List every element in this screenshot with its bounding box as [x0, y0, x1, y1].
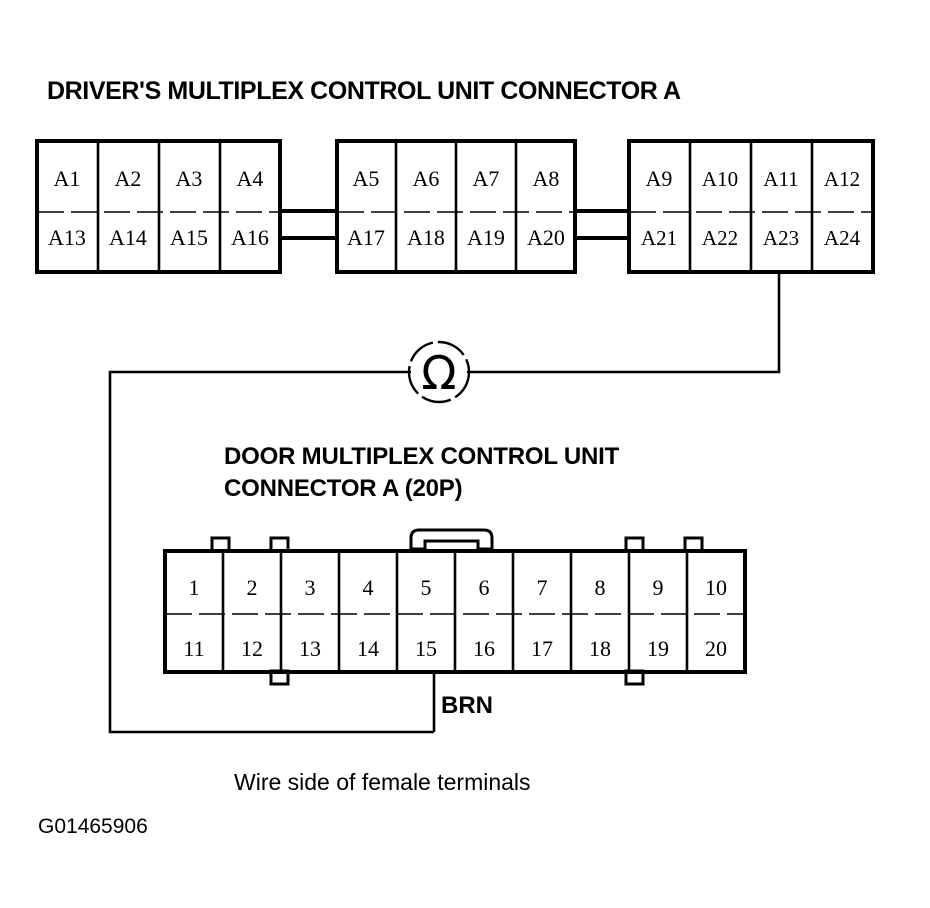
- terminal-A12: A12: [824, 167, 860, 191]
- door-terminal-16: 16: [473, 636, 495, 661]
- driver-connector-block-2[interactable]: A5 A6 A7 A8 A17 A18 A19 A20: [335, 139, 577, 274]
- door-terminal-3: 3: [305, 575, 316, 600]
- driver-connector-block-1[interactable]: A1 A2 A3 A4 A13 A14 A15 A16: [35, 139, 282, 274]
- terminal-A5: A5: [353, 166, 380, 191]
- terminal-A13: A13: [48, 225, 86, 250]
- terminal-A10: A10: [702, 167, 738, 191]
- terminal-A22: A22: [702, 226, 738, 250]
- door-terminal-14: 14: [357, 636, 379, 661]
- test-lead-left: [108, 370, 434, 734]
- door-terminal-2: 2: [247, 575, 258, 600]
- door-terminal-4: 4: [363, 575, 374, 600]
- driver-connector-block-3[interactable]: A9 A10 A11 A12 A21 A22 A23 A24: [627, 139, 875, 274]
- terminal-A17: A17: [347, 225, 385, 250]
- connector-latch: [409, 528, 494, 551]
- door-terminal-19: 19: [647, 636, 669, 661]
- terminal-A4: A4: [237, 166, 264, 191]
- terminal-A9: A9: [646, 166, 673, 191]
- terminal-A24: A24: [824, 226, 861, 250]
- terminal-A8: A8: [533, 166, 560, 191]
- door-connector-body[interactable]: 1 2 3 4 5 6 7 8 9 10 11 12 13 14 15 16 1…: [163, 549, 747, 674]
- terminal-A11: A11: [763, 167, 798, 191]
- ohmmeter-icon: Ω: [407, 340, 471, 404]
- door-terminal-5: 5: [421, 575, 432, 600]
- terminal-A18: A18: [407, 225, 445, 250]
- door-terminal-1: 1: [189, 575, 200, 600]
- terminal-A2: A2: [115, 166, 142, 191]
- terminal-A21: A21: [641, 226, 677, 250]
- ohm-symbol: Ω: [421, 346, 456, 400]
- terminal-A19: A19: [467, 225, 505, 250]
- test-lead-right: [467, 272, 781, 374]
- door-connector-title-line1: DOOR MULTIPLEX CONTROL UNIT: [224, 443, 620, 470]
- door-terminal-7: 7: [537, 575, 548, 600]
- terminal-A6: A6: [413, 166, 440, 191]
- diagram-caption: Wire side of female terminals: [234, 769, 531, 795]
- door-terminal-6: 6: [479, 575, 490, 600]
- door-terminal-13: 13: [299, 636, 321, 661]
- door-terminal-10: 10: [705, 575, 727, 600]
- driver-connector-title: DRIVER'S MULTIPLEX CONTROL UNIT CONNECTO…: [47, 77, 681, 105]
- door-terminal-18: 18: [589, 636, 611, 661]
- terminal-A7: A7: [473, 166, 500, 191]
- door-connector-title-line2: CONNECTOR A (20P): [224, 475, 462, 502]
- harness-link-1-2: [278, 209, 337, 240]
- wire-color-label: BRN: [441, 692, 493, 719]
- door-terminal-8: 8: [595, 575, 606, 600]
- door-terminal-20: 20: [705, 636, 727, 661]
- door-terminal-9: 9: [653, 575, 664, 600]
- terminal-A1: A1: [54, 166, 81, 191]
- door-terminal-15: 15: [415, 636, 437, 661]
- terminal-A16: A16: [231, 225, 269, 250]
- terminal-A14: A14: [109, 225, 147, 250]
- door-terminal-12: 12: [241, 636, 263, 661]
- terminal-A23: A23: [763, 226, 799, 250]
- terminal-A20: A20: [527, 225, 565, 250]
- terminal-A3: A3: [176, 166, 203, 191]
- door-terminal-17: 17: [531, 636, 553, 661]
- door-terminal-11: 11: [183, 636, 204, 661]
- figure-code: G01465906: [38, 815, 148, 838]
- harness-link-2-3: [573, 209, 629, 240]
- terminal-A15: A15: [170, 225, 208, 250]
